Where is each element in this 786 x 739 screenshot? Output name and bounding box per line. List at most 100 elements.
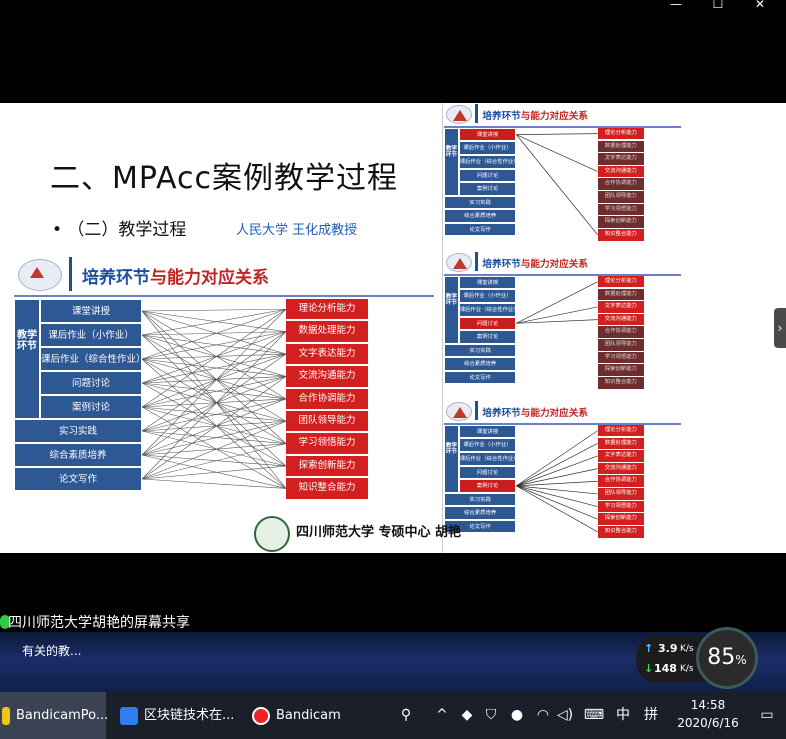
download-unit: K/s (680, 664, 694, 674)
chevron-up-icon[interactable]: ^ (436, 707, 448, 723)
side-label: 教学环节 (14, 299, 40, 419)
teaching-item: 课堂讲授 (458, 424, 517, 439)
connection-line (141, 398, 287, 456)
connection-line (516, 442, 598, 487)
ability-item: 交流沟通能力 (597, 313, 644, 326)
connection-line (516, 485, 598, 507)
ime-mode[interactable]: 中 (616, 707, 630, 723)
connection-line (141, 310, 287, 489)
ability-item: 交流沟通能力 (597, 462, 644, 475)
taskbar-label: Bandicam (276, 708, 341, 723)
clock-time: 14:58 (690, 698, 726, 712)
practice-item: 实习实践 (444, 343, 517, 358)
university-logo-icon (18, 259, 62, 291)
ability-item: 合作协调能力 (597, 178, 644, 191)
teaching-item: 课堂讲授 (458, 275, 517, 290)
connection-line (141, 454, 287, 489)
ability-item: 知识整合能力 (597, 526, 644, 538)
connection-line (516, 281, 598, 324)
taskbar-item-bandicam[interactable]: Bandicam (248, 692, 348, 739)
ability-item: 学习领悟能力 (597, 203, 644, 216)
school-seal-icon (254, 516, 290, 552)
side-expand-handle[interactable]: › (774, 308, 786, 348)
ability-item: 团队领导能力 (597, 339, 644, 351)
diagram-title: 培养环节与能力对应关系 (482, 256, 588, 270)
ability-item: 知识整合能力 (597, 229, 644, 241)
upload-unit: K/s (680, 644, 694, 654)
taskbar-item-bandicampo[interactable]: BandicamPo... (0, 692, 108, 739)
clock-date: 2020/6/16 (677, 716, 739, 730)
connection-line (141, 310, 287, 444)
diagram-title-part1: 培养环节 (482, 407, 521, 419)
teaching-item: 问题讨论 (458, 168, 517, 183)
diagram-title-part2: 与能力对应关系 (520, 407, 588, 419)
close-button[interactable]: ✕ (754, 0, 766, 11)
shared-slide: 二、MPAcc案例教学过程 • （二）教学过程 人民大学 王化成教授 培养环节与… (0, 103, 786, 553)
slide-title: 二、MPAcc案例教学过程 (50, 161, 399, 196)
diagram-title: 培养环节与能力对应关系 (82, 263, 269, 288)
connection-line (516, 485, 598, 495)
wifi-icon[interactable]: ◠ (536, 707, 550, 723)
notification-icon[interactable]: ▭ (760, 707, 774, 723)
diagram-title-part1: 培养环节 (482, 258, 521, 270)
connection-line (141, 443, 287, 480)
ability-item: 探索创新能力 (597, 513, 644, 525)
connection-line (141, 406, 287, 422)
ability-item: 学习领悟能力 (286, 433, 368, 454)
penguin-icon[interactable]: ● (510, 707, 524, 723)
cube-tray-icon[interactable]: ◆ (461, 707, 473, 723)
teaching-item: 课后作业（小作业） (458, 438, 517, 452)
practice-item: 综合素质培养 (444, 357, 517, 371)
connection-line (141, 334, 287, 422)
side-label: 教学环节 (444, 127, 459, 196)
side-label: 教学环节 (444, 424, 459, 493)
banner-bar (475, 104, 479, 124)
teaching-item: 课堂讲授 (458, 127, 517, 142)
connection-lines (516, 430, 598, 533)
connection-lines (516, 281, 598, 324)
ability-item: 团队领导能力 (286, 411, 368, 432)
practice-item: 综合素质培养 (14, 443, 142, 467)
ability-item: 探索创新能力 (286, 455, 368, 477)
connection-line (141, 465, 287, 480)
clock[interactable]: 14:58 2020/6/16 (676, 696, 740, 732)
teaching-item: 课后作业（综合性作业） (458, 451, 517, 466)
people-icon[interactable]: ⚲ (400, 707, 412, 723)
ability-item: 理论分析能力 (597, 275, 644, 288)
connection-line (141, 430, 287, 467)
teaching-item: 问题讨论 (40, 371, 142, 395)
connection-line (141, 443, 287, 456)
maximize-button[interactable]: ☐ (712, 0, 724, 11)
volume-icon[interactable]: ◁) (556, 707, 574, 723)
connection-line (141, 406, 287, 489)
taskbar-item-blockchain[interactable]: 区块链技术在... (116, 692, 240, 739)
teaching-item: 课后作业（综合性作业） (40, 347, 142, 371)
diagram-title-part2: 与能力对应关系 (520, 110, 588, 122)
practice-item: 论文写作 (444, 519, 517, 534)
keyboard-icon[interactable]: ⌨ (583, 707, 605, 723)
ability-item: 知识整合能力 (597, 377, 644, 389)
minimize-button[interactable]: — (670, 0, 682, 11)
connection-line (516, 455, 598, 487)
practice-item: 论文写作 (444, 222, 517, 237)
connection-line (141, 376, 287, 408)
shield-icon[interactable]: ⛉ (485, 707, 497, 723)
download-speed: 148 (654, 662, 677, 675)
university-logo-icon (446, 253, 472, 273)
connection-line (516, 134, 598, 172)
ability-item: 学习领悟能力 (597, 500, 644, 513)
teaching-item: 案例讨论 (458, 330, 517, 344)
mic-icon[interactable] (0, 615, 10, 629)
practice-item: 实习实践 (444, 492, 517, 507)
ability-item: 文字表达能力 (597, 450, 644, 462)
teaching-item: 课后作业（小作业） (40, 323, 142, 347)
ime-pinyin[interactable]: 拼 (644, 707, 658, 723)
share-title: 四川师范大学胡艳的屏幕共享 (8, 615, 190, 631)
connection-line (141, 331, 287, 360)
memory-gauge[interactable]: 85% (696, 627, 758, 689)
practice-item: 综合素质培养 (444, 506, 517, 520)
ability-item: 数据处理能力 (597, 140, 644, 153)
teaching-item: 案例讨论 (458, 479, 517, 493)
diagram-title: 培养环节与能力对应关系 (482, 108, 588, 122)
connection-line (141, 309, 287, 456)
